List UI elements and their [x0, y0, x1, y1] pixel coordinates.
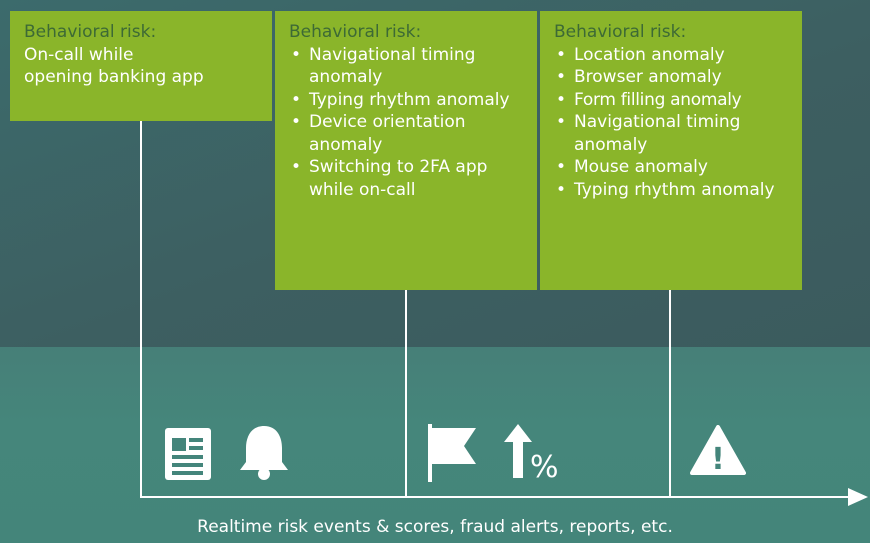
percent-symbol: %	[530, 450, 559, 482]
connector-line-3	[669, 290, 671, 498]
news-icon	[165, 428, 211, 480]
risk-item: Typing rhythm anomaly	[554, 179, 794, 202]
flag-icon	[428, 424, 476, 482]
risk-item: Navigational timing anomaly	[289, 44, 514, 89]
risk-item: Device orientation anomaly	[289, 111, 514, 156]
risk-item: Navigational timing anomaly	[554, 111, 794, 156]
percent-up-icon: %	[504, 424, 559, 482]
timeline-caption: Realtime risk events & scores, fraud ale…	[197, 517, 673, 537]
risk-list: Location anomaly Browser anomaly Form fi…	[554, 44, 794, 202]
warning-symbol: !	[711, 442, 725, 477]
connector-line-2	[405, 290, 407, 498]
risk-text: On-call while opening banking app	[24, 44, 204, 88]
risk-heading: Behavioral risk:	[554, 22, 687, 42]
risk-heading: Behavioral risk:	[289, 22, 422, 42]
arrow-right-icon	[848, 488, 868, 506]
risk-heading: Behavioral risk:	[24, 22, 157, 42]
risk-item: Mouse anomaly	[554, 156, 794, 179]
risk-box-2: Behavioral risk: Navigational timing ano…	[275, 11, 537, 290]
risk-item: Browser anomaly	[554, 66, 794, 89]
risk-box-3: Behavioral risk: Location anomaly Browse…	[540, 11, 802, 290]
bell-icon	[240, 426, 288, 480]
timeline-axis	[140, 496, 850, 498]
risk-item: Typing rhythm anomaly	[289, 89, 514, 112]
warning-icon: !	[690, 425, 746, 477]
risk-item: Switching to 2FA app while on-call	[289, 156, 514, 201]
risk-box-1: Behavioral risk: On-call while opening b…	[10, 11, 272, 121]
risk-list: Navigational timing anomaly Typing rhyth…	[289, 44, 514, 202]
connector-line-1	[140, 121, 142, 498]
risk-item: Form filling anomaly	[554, 89, 794, 112]
risk-item: Location anomaly	[554, 44, 794, 67]
